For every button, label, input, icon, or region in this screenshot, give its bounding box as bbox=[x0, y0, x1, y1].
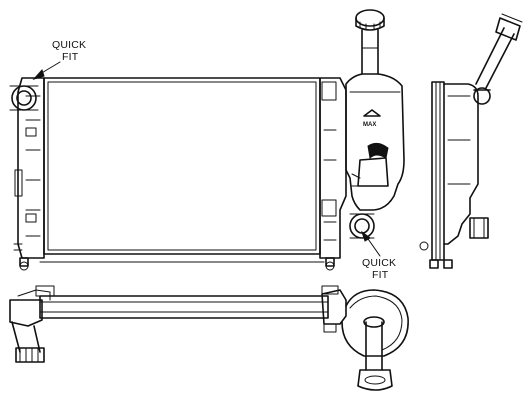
radiator-top-view bbox=[9, 285, 409, 391]
right-tank bbox=[319, 77, 347, 259]
radiator-core bbox=[43, 77, 321, 255]
callout-top-line2: FIT bbox=[62, 51, 79, 63]
radiator-side-view bbox=[419, 13, 523, 269]
radiator-front-view bbox=[9, 77, 347, 271]
upper-hose-connector bbox=[9, 85, 39, 111]
callout-bottom-line1: QUICK bbox=[362, 257, 396, 269]
expansion-reservoir: MAX bbox=[345, 9, 405, 239]
quick-fit-callout-top: QUICK FIT bbox=[32, 39, 86, 80]
reservoir-max-mark: MAX bbox=[363, 122, 376, 128]
callout-bottom-line2: FIT bbox=[372, 269, 389, 281]
quick-fit-callout-bottom: QUICK FIT bbox=[361, 230, 396, 281]
reservoir-body bbox=[345, 73, 405, 211]
callout-top-line1: QUICK bbox=[52, 39, 86, 51]
lower-hose-connector bbox=[349, 213, 375, 239]
